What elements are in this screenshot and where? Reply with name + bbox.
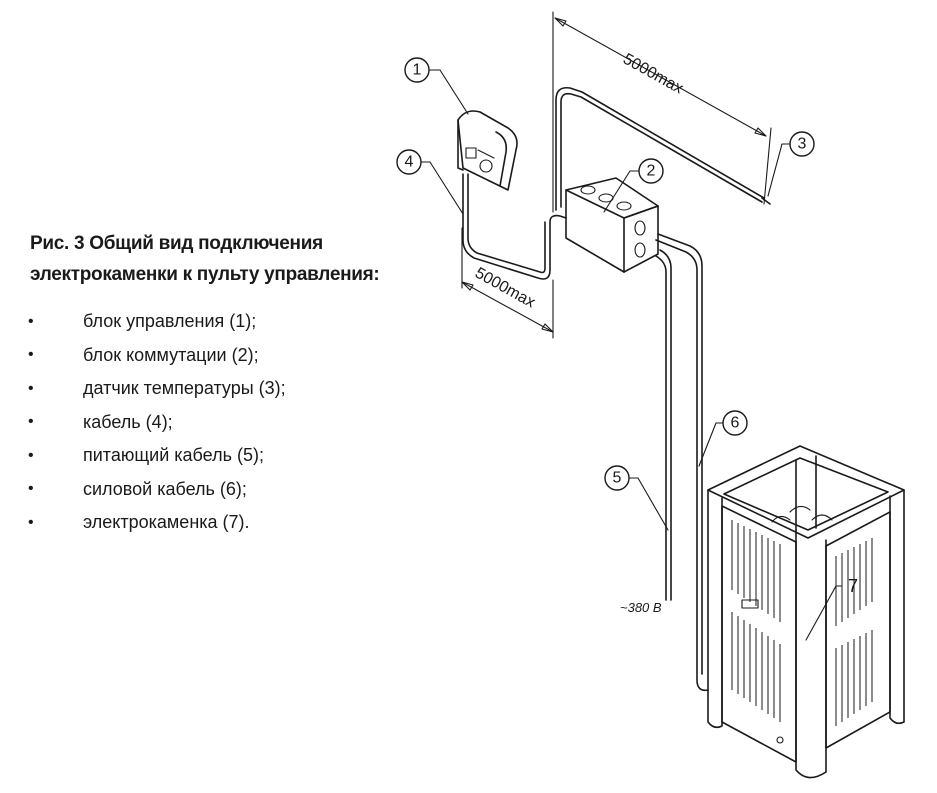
- callout-1: 1: [404, 57, 469, 115]
- leader-line: [420, 161, 464, 215]
- cable-4-outline: [467, 173, 546, 274]
- heating-element: [811, 514, 833, 521]
- callout-number: 1: [413, 62, 422, 79]
- callout-number: 7: [848, 576, 858, 596]
- legend-item-supply-cable: • питающий кабель (5);: [28, 439, 286, 473]
- heater-logo-plate: [741, 599, 759, 609]
- dimension-top: 5000max: [552, 11, 772, 213]
- control-unit-body: [457, 110, 518, 191]
- box-top: [565, 177, 659, 219]
- callout-number: 4: [405, 154, 414, 171]
- box-side: [623, 205, 659, 273]
- heater-screw-icon: [776, 736, 784, 744]
- callout-number: 6: [731, 415, 740, 432]
- dimension-line: [554, 17, 767, 137]
- arrowhead-icon: [554, 17, 567, 27]
- heater-panel-left: [721, 505, 797, 763]
- heating-element: [789, 505, 811, 513]
- leader-line: [698, 422, 724, 467]
- power-cable-6: [655, 239, 709, 692]
- callout-2: 2: [603, 158, 664, 213]
- control-unit-edge: [495, 131, 508, 187]
- sensor-cable: [555, 86, 765, 211]
- legend-item-sauna-heater: • электрокаменка (7).: [28, 506, 286, 540]
- cable-gland-icon: [616, 201, 632, 211]
- supply-cable-5-outline: [655, 255, 667, 601]
- callout-6: 6: [698, 410, 748, 467]
- heater-panel-right: [825, 511, 891, 749]
- knob-icon: [479, 159, 493, 173]
- sensor-tip: [761, 197, 771, 205]
- extension-line: [763, 127, 772, 205]
- voltage-label: ~380 В: [620, 600, 662, 615]
- leader-line: [628, 477, 669, 531]
- cables: [462, 86, 765, 692]
- dimension-line: [461, 281, 554, 333]
- callout-7: 7: [805, 576, 858, 641]
- legend-label: блок коммутации (2);: [83, 344, 259, 365]
- power-cable-6-outline: [657, 233, 703, 675]
- panel-line: [477, 149, 495, 159]
- bullet-icon: •: [28, 446, 34, 464]
- switching-box: [565, 177, 659, 273]
- legend-item-temperature-sensor: • датчик температуры (3);: [28, 372, 286, 406]
- bullet-icon: •: [28, 413, 34, 431]
- heater-grille: [731, 520, 873, 726]
- cable-4: [462, 173, 567, 280]
- legend-item-switching-box: • блок коммутации (2);: [28, 339, 286, 373]
- heater-post-front: [795, 529, 827, 779]
- callout-5: 5: [604, 465, 669, 531]
- legend-label: кабель (4);: [83, 411, 173, 432]
- leader-line: [767, 143, 791, 197]
- callout-number: 5: [613, 470, 622, 487]
- bullet-icon: •: [28, 480, 34, 498]
- bullet-icon: •: [28, 312, 34, 330]
- legend-item-control-unit: • блок управления (1);: [28, 305, 286, 339]
- sensor-cable-outline: [560, 92, 763, 208]
- bullet-icon: •: [28, 513, 34, 531]
- dimension-top-label: 5000max: [620, 51, 686, 98]
- callout-3: 3: [767, 131, 815, 197]
- display-icon: [465, 147, 477, 159]
- legend-item-cable: • кабель (4);: [28, 406, 286, 440]
- dimension-left-label: 5000max: [472, 265, 538, 312]
- legend-label: электрокаменка (7).: [83, 512, 250, 533]
- component-legend: • блок управления (1); • блок коммутации (…: [28, 305, 286, 540]
- heater-inner-rim: [723, 457, 889, 531]
- cable-gland-icon: [634, 220, 646, 236]
- bullet-icon: •: [28, 379, 34, 397]
- dimension-left: 5000max: [461, 227, 554, 339]
- temperature-sensor: [761, 197, 771, 205]
- leader-line: [603, 170, 640, 213]
- cable-gland-icon: [580, 185, 596, 195]
- bullet-icon: •: [28, 346, 34, 364]
- heating-element: [771, 515, 791, 523]
- sauna-heater: [707, 445, 905, 779]
- leader-line: [428, 69, 469, 115]
- legend-label: блок управления (1);: [83, 311, 257, 332]
- control-unit: [457, 110, 518, 191]
- callout-4: 4: [396, 149, 464, 215]
- leader-line: [805, 585, 843, 641]
- arrowhead-icon: [754, 127, 767, 137]
- cable-gland-icon: [634, 242, 646, 258]
- figure-caption: Рис. 3 Общий вид подключения электрокаме…: [30, 228, 420, 290]
- control-unit-side: [457, 119, 464, 171]
- callout-number: 2: [647, 163, 656, 180]
- caption-line-1: Рис. 3 Общий вид подключения: [30, 233, 323, 254]
- heater-post-right: [889, 489, 905, 725]
- legend-label: силовой кабель (6);: [83, 478, 247, 499]
- heater-post-left: [707, 489, 723, 729]
- caption-line-2: электрокаменки к пульту управления:: [30, 264, 380, 285]
- supply-cable-5: [659, 249, 672, 601]
- arrowhead-icon: [461, 281, 474, 291]
- legend-label: питающий кабель (5);: [83, 445, 264, 466]
- callout-number: 3: [798, 136, 807, 153]
- legend-label: датчик температуры (3);: [83, 378, 286, 399]
- box-front: [565, 189, 625, 273]
- legend-item-power-cable: • силовой кабель (6);: [28, 473, 286, 507]
- arrowhead-icon: [541, 323, 554, 333]
